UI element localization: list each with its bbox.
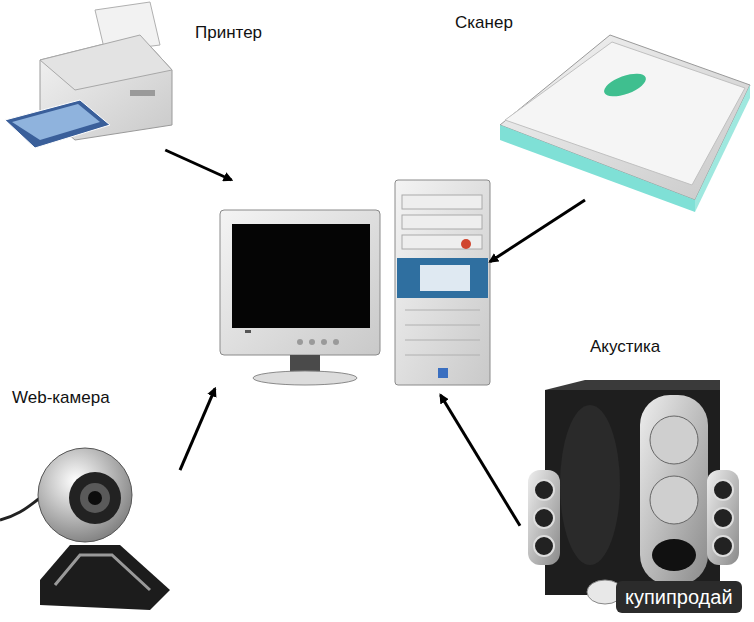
- connection-arrow: [490, 200, 585, 262]
- device-label: Web-камера: [12, 388, 110, 408]
- device-label: Акустика: [590, 337, 660, 357]
- webcam-picture: [0, 448, 170, 610]
- device-label: Принтер: [195, 23, 262, 43]
- scanner-picture: [500, 35, 750, 212]
- speakers-node: Акустика: [520, 335, 750, 600]
- connection-arrow: [165, 150, 231, 180]
- device-label: Сканер: [455, 13, 513, 33]
- computer-node: [215, 180, 490, 395]
- computer-picture: [220, 180, 490, 385]
- connection-arrow: [180, 389, 215, 471]
- watermark: купипродай: [616, 581, 742, 613]
- printer-node: Принтер: [25, 5, 280, 150]
- scanner-node: Сканер: [450, 5, 750, 200]
- connection-arrow: [441, 395, 521, 526]
- speakers-picture: [528, 380, 739, 604]
- printer-picture: [5, 2, 172, 148]
- webcam-node: Web-камера: [5, 385, 180, 615]
